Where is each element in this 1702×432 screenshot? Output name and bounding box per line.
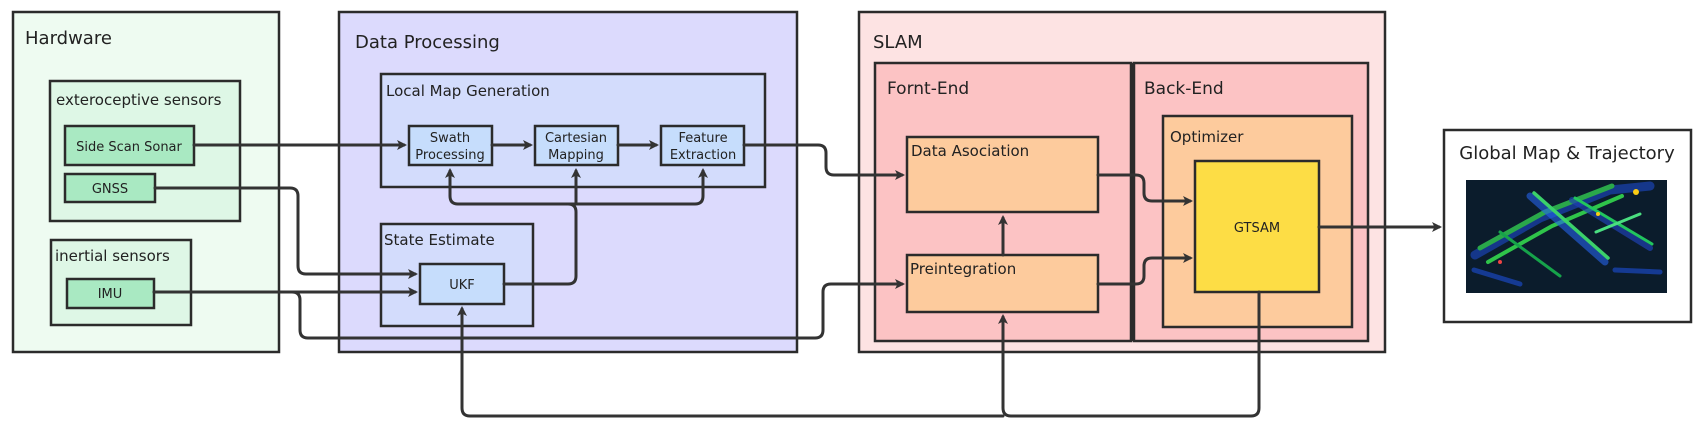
edge-feature-to-data-association [742,143,905,180]
data-association-node: Data Asociation [905,135,1100,214]
swath-processing-label-line1: Swath [430,131,470,146]
exteroceptive-sensors-title: exteroceptive sensors [56,91,222,109]
ukf-node: UKF [418,262,506,306]
swath-processing-node: Swath Processing [407,124,494,167]
global-map-title: Global Map & Trajectory [1459,143,1675,164]
swath-processing-label-line2: Processing [415,148,484,163]
gnss-node: GNSS [63,172,157,204]
edge-preintegration-to-gtsam [1096,253,1193,286]
back-end-title: Back-End [1144,79,1224,99]
imu-label: IMU [98,287,123,302]
edge-imu-to-preintegration [152,279,905,340]
feature-extraction-node: Feature Extraction [659,124,746,167]
optimizer-title: Optimizer [1170,128,1244,146]
global-map-point-cloud-image [1466,180,1667,293]
state-estimate-title: State Estimate [384,231,495,249]
preintegration-label: Preintegration [910,260,1016,278]
local-map-generation-title: Local Map Generation [386,82,550,100]
feature-extraction-label-line1: Feature [678,131,727,146]
edge-ukf-to-swath [445,168,578,286]
slam-title: SLAM [873,32,923,53]
gtsam-node: GTSAM [1193,159,1321,294]
preintegration-node: Preintegration [905,253,1100,314]
edge-gtsam-to-ukf [457,306,1005,418]
ukf-label: UKF [449,278,475,293]
feature-extraction-label-line2: Extraction [670,148,736,163]
gtsam-label: GTSAM [1234,221,1280,236]
side-scan-sonar-label: Side Scan Sonar [76,140,182,155]
hardware-title: Hardware [25,28,112,49]
edge-gnss-to-ukf [153,186,418,279]
edges [152,140,1442,418]
inertial-sensors-title: inertial sensors [55,247,170,265]
front-end-title: Fornt-End [887,79,969,99]
gnss-label: GNSS [92,182,128,197]
data-association-label: Data Asociation [911,142,1029,160]
cartesian-mapping-label-line1: Cartesian [545,131,607,146]
edge-gtsam-to-preintegration [998,290,1261,418]
edge-data-association-to-gtsam [1096,173,1193,206]
imu-node: IMU [65,277,156,310]
edge-ukf-to-feature [566,178,705,206]
cartesian-mapping-label-line2: Mapping [548,148,604,163]
side-scan-sonar-node: Side Scan Sonar [63,124,196,167]
cartesian-mapping-node: Cartesian Mapping [533,124,620,167]
data-processing-title: Data Processing [355,32,500,53]
